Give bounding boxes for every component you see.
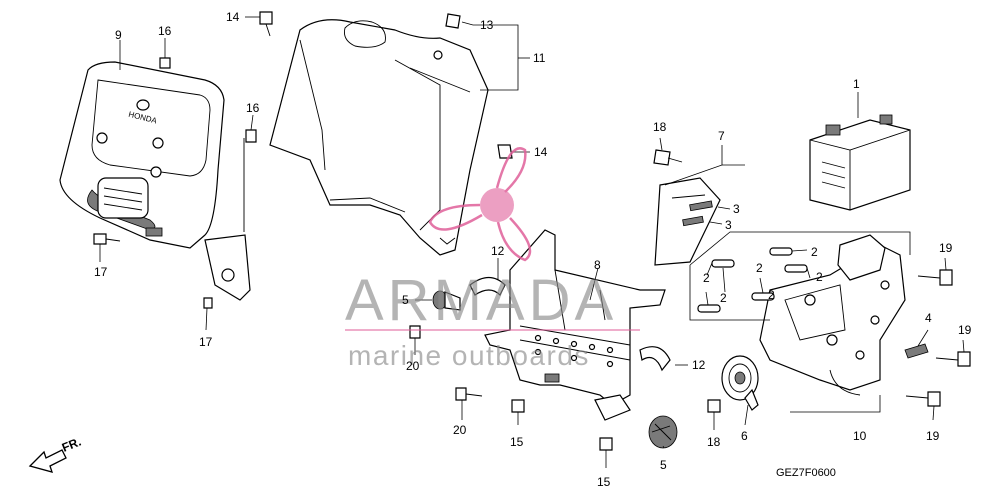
callout-17a: 17	[94, 265, 108, 279]
callout-5b: 5	[660, 458, 667, 472]
callout-11: 11	[533, 51, 546, 65]
frame-holes	[534, 334, 614, 368]
callout-19c: 19	[926, 429, 940, 443]
callout-7: 7	[718, 129, 725, 143]
frame-bracket-part-8	[484, 229, 666, 421]
callout-15b: 15	[597, 475, 611, 489]
callout-19a: 19	[939, 241, 953, 255]
callout-12a: 12	[491, 244, 505, 258]
front-cover-part-9: HONDA	[59, 61, 251, 301]
callout-19b: 19	[958, 323, 972, 337]
watermark-tagline: marine outboards	[348, 340, 590, 371]
hardware-pieces	[93, 11, 971, 451]
callout-8: 8	[594, 258, 601, 272]
callout-2b: 2	[703, 271, 710, 285]
callout-18b: 18	[707, 435, 721, 449]
front-arrow-icon	[28, 449, 67, 473]
callout-18a: 18	[653, 120, 667, 134]
battery-part-1	[809, 114, 911, 211]
vent-grille	[97, 177, 149, 219]
watermark-brand: ARMADA	[345, 268, 617, 333]
callout-3b: 3	[725, 218, 732, 232]
callout-2d: 2	[816, 270, 823, 284]
callout-9: 9	[115, 28, 122, 42]
battery-hold-part-7	[654, 177, 721, 266]
callout-numbers: 9 16 16 17 17 14 13 11 14 5 12 8 12 20 2…	[94, 10, 972, 489]
callout-2a: 2	[811, 245, 818, 259]
rear-cover-part-11	[269, 19, 489, 256]
callout-14b: 14	[534, 145, 548, 159]
callout-4: 4	[925, 311, 932, 325]
callout-15a: 15	[510, 435, 524, 449]
callout-14a: 14	[226, 10, 240, 24]
callout-13: 13	[480, 18, 494, 32]
callout-16b: 16	[246, 101, 260, 115]
diagram-code: GEZ7F0600	[776, 467, 836, 479]
callout-12b: 12	[692, 358, 706, 372]
callout-20b: 20	[453, 423, 467, 437]
front-direction-indicator: FR.	[28, 435, 83, 473]
callout-16a: 16	[158, 24, 172, 38]
callout-10: 10	[853, 429, 867, 443]
direction-label: FR.	[60, 435, 83, 455]
callout-2c: 2	[756, 261, 763, 275]
leader-lines	[99, 16, 965, 468]
callout-2f: 2	[768, 288, 775, 302]
callout-6: 6	[741, 429, 748, 443]
callout-3a: 3	[733, 202, 740, 216]
propeller-logo-icon	[428, 147, 532, 262]
callout-5a: 5	[402, 293, 409, 307]
armada-watermark: ARMADA marine outboards	[345, 147, 640, 371]
callout-17b: 17	[199, 335, 213, 349]
callout-2e: 2	[720, 291, 727, 305]
callout-20a: 20	[406, 359, 420, 373]
horn-part-6	[721, 355, 759, 411]
callout-1: 1	[853, 77, 860, 91]
battery-tray-part-10	[759, 234, 906, 396]
